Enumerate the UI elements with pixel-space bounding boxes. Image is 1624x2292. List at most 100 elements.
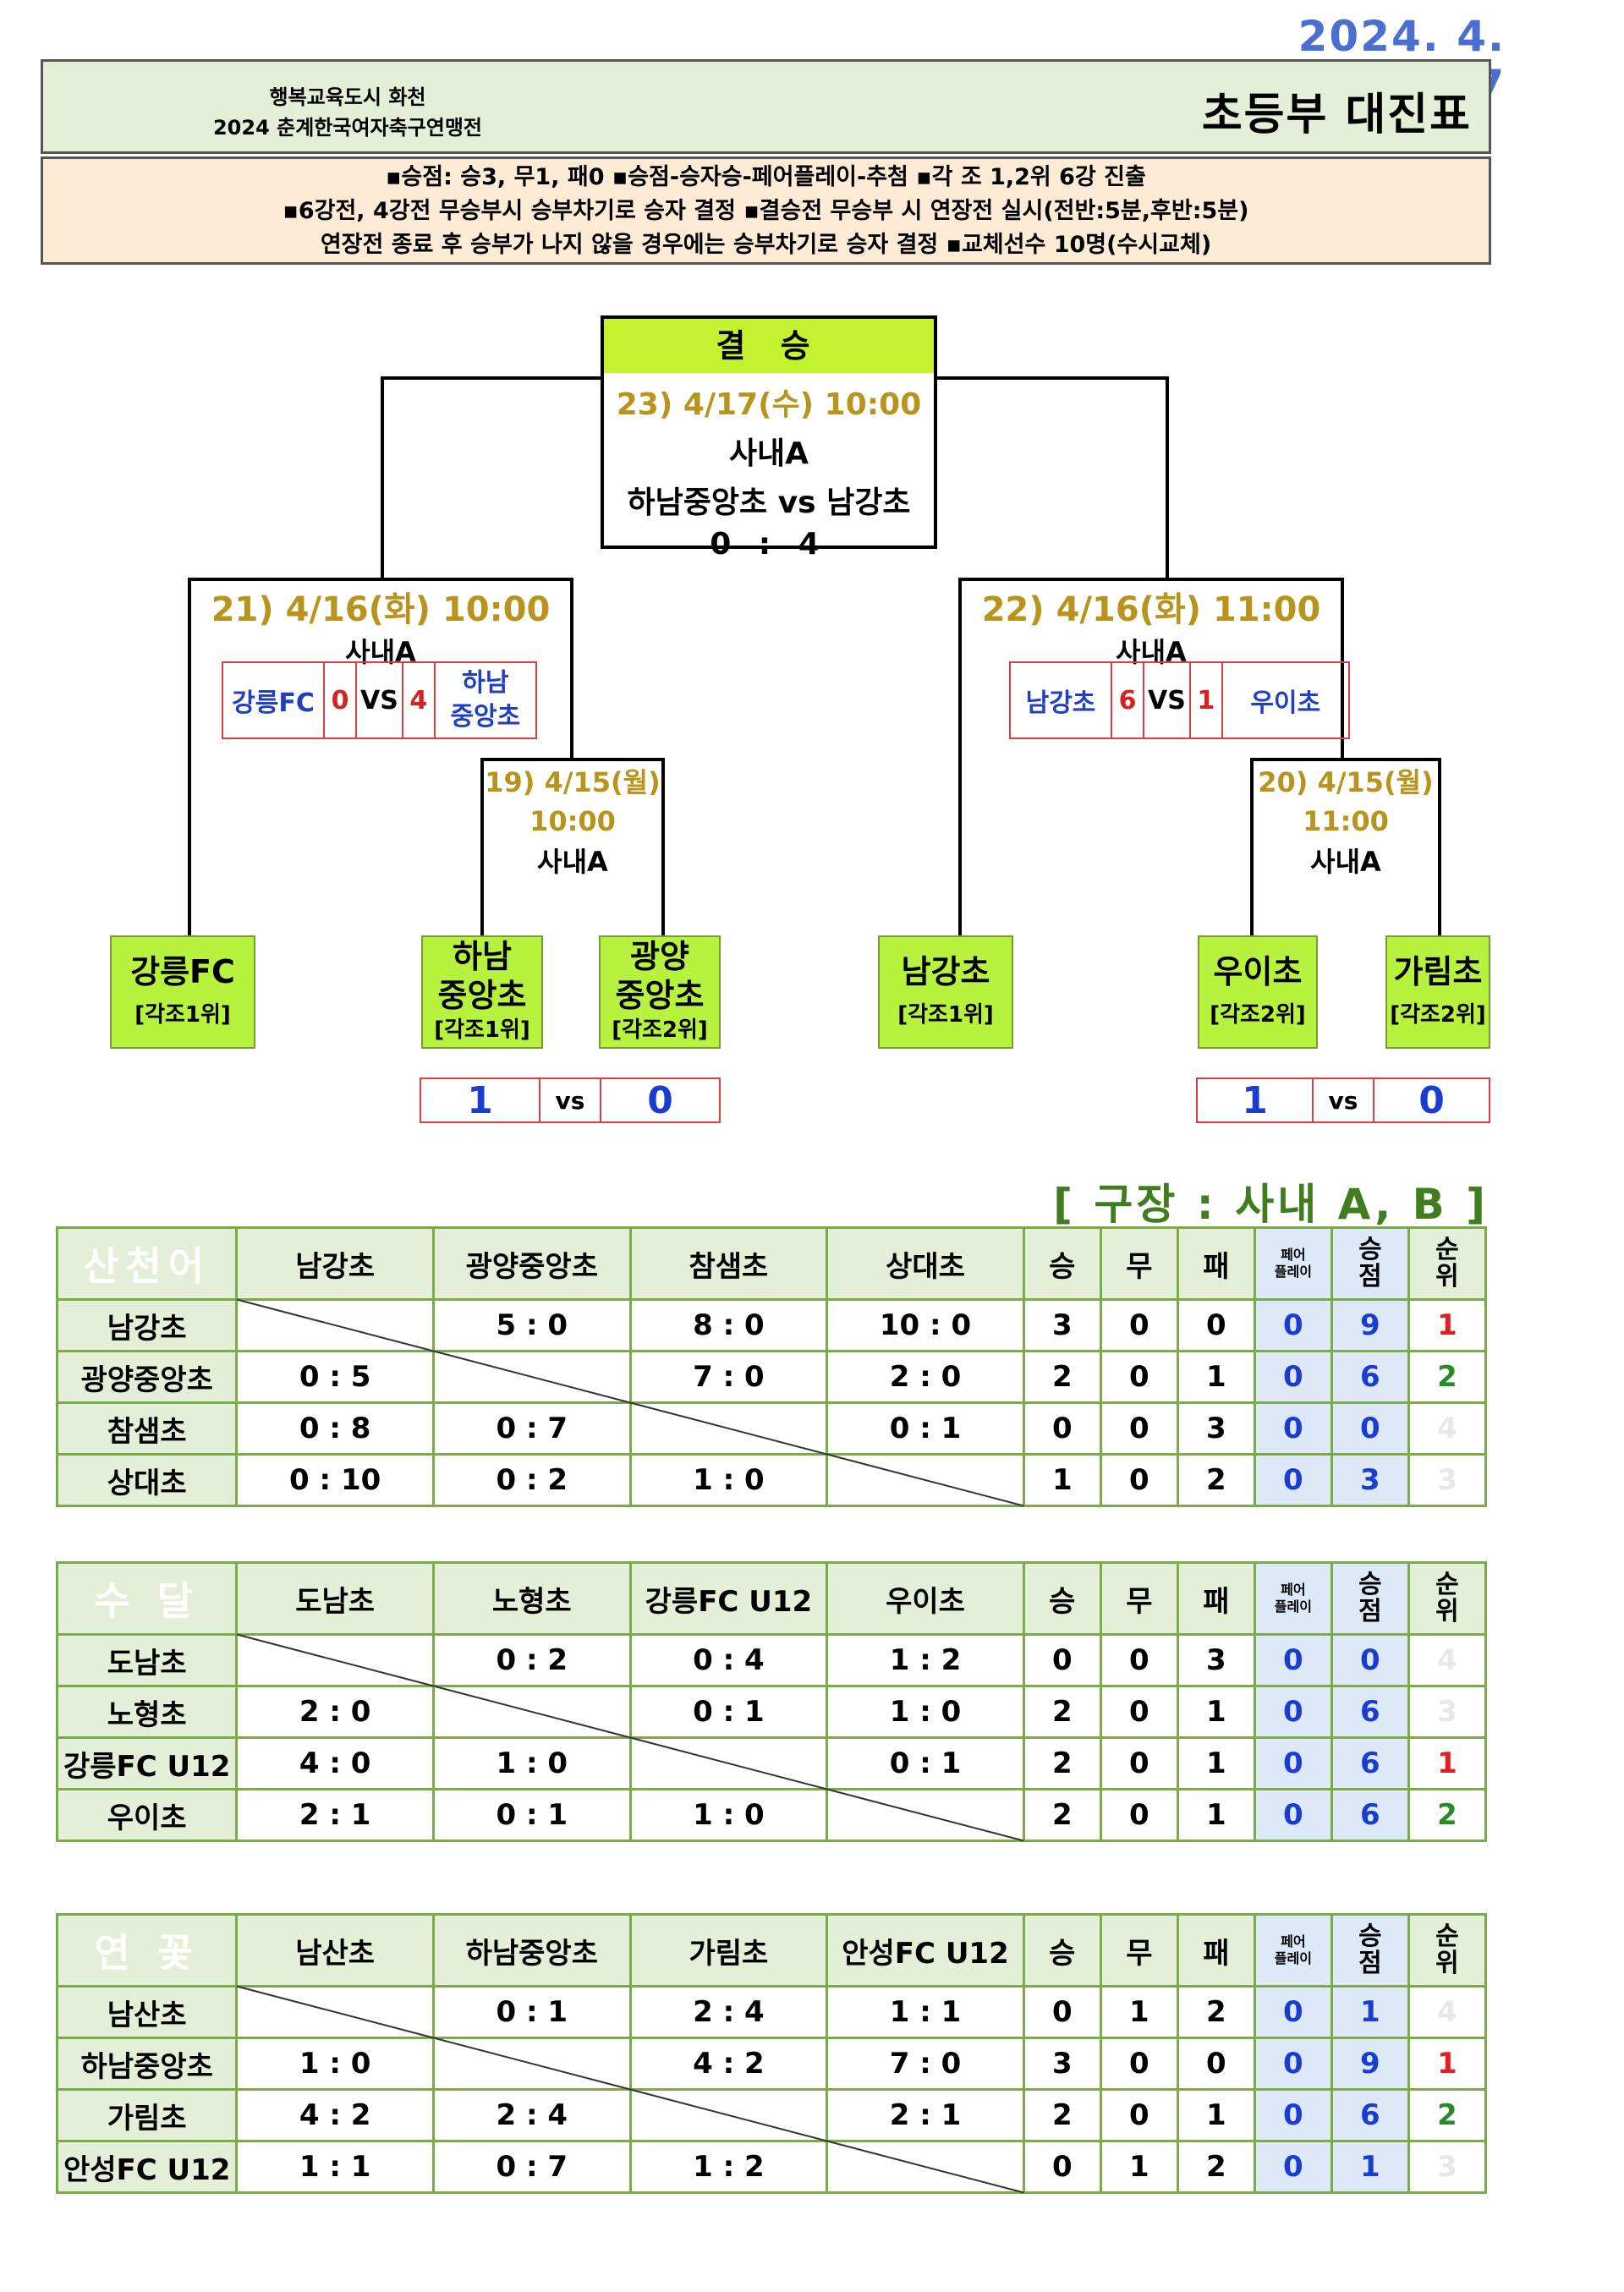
match-result: 0 : 4 bbox=[628, 1633, 829, 1687]
team-rank: [각조2위] bbox=[1390, 1002, 1486, 1028]
points: 1 bbox=[1330, 2140, 1410, 2194]
rank: 2 bbox=[1407, 2088, 1488, 2142]
fairplay: 0 bbox=[1253, 1633, 1333, 1687]
fairplay: 0 bbox=[1253, 1685, 1333, 1739]
semi-left-score-b: 4 bbox=[401, 661, 436, 739]
wins: 2 bbox=[1022, 1736, 1102, 1790]
points: 1 bbox=[1330, 1985, 1410, 2039]
match-result bbox=[628, 2088, 829, 2142]
qf-left-score-b: 0 bbox=[647, 1078, 673, 1122]
column-rank: 순 위 bbox=[1407, 1913, 1488, 1988]
qf-left-score-a: 1 bbox=[467, 1078, 493, 1122]
match-result: 1 : 2 bbox=[826, 1633, 1025, 1687]
final-venue: 사내A bbox=[728, 436, 809, 471]
wins: 1 bbox=[1022, 1453, 1102, 1507]
losses: 0 bbox=[1176, 1298, 1256, 1352]
fairplay: 0 bbox=[1253, 1985, 1333, 2039]
points: 6 bbox=[1330, 1350, 1410, 1404]
rank: 2 bbox=[1407, 1788, 1488, 1842]
match-result: 1 : 0 bbox=[628, 1788, 829, 1842]
wins: 0 bbox=[1022, 1633, 1102, 1687]
match-result: 1 : 1 bbox=[826, 1985, 1025, 2039]
rank: 4 bbox=[1407, 1985, 1488, 2039]
match-result: 1 : 0 bbox=[628, 1453, 829, 1507]
rule-line: ▪6강전, 4강전 무승부시 승부차기로 승자 결정 ▪결승전 무승부 시 연장… bbox=[283, 198, 1249, 224]
qf-right-info: 20) 4/15(월) 11:00 사내A bbox=[1254, 763, 1438, 880]
semi-right-score-a: 6 bbox=[1111, 661, 1144, 739]
team-name-line2: 중앙초 bbox=[437, 977, 527, 1014]
match-result: 0 : 1 bbox=[431, 1788, 632, 1842]
rank: 1 bbox=[1407, 1736, 1488, 1790]
wins: 0 bbox=[1022, 2140, 1102, 2194]
losses: 0 bbox=[1176, 2037, 1256, 2091]
fairplay: 0 bbox=[1253, 1350, 1333, 1404]
organizer-text: 행복교육도시 화천 bbox=[269, 85, 426, 109]
wins: 2 bbox=[1022, 1788, 1102, 1842]
final-matchup: 하남중앙초 vs 남강초 bbox=[627, 485, 911, 520]
group-name: 산천어 bbox=[55, 1226, 239, 1301]
team-box: 가림초 [각조2위] bbox=[1385, 935, 1490, 1049]
row-team-name: 우이초 bbox=[55, 1788, 239, 1842]
team-box: 강릉FC [각조1위] bbox=[110, 935, 255, 1049]
rule-line: 연장전 종료 후 승부가 나지 않을 경우에는 승부차기로 승자 결정 ▪교체선… bbox=[320, 232, 1212, 258]
column-loss: 패 bbox=[1176, 1561, 1256, 1636]
points: 6 bbox=[1330, 1685, 1410, 1739]
losses: 1 bbox=[1176, 2088, 1256, 2142]
wins: 2 bbox=[1022, 1350, 1102, 1404]
semi-right-vs: VS bbox=[1143, 661, 1191, 739]
match-result: 8 : 0 bbox=[628, 1298, 829, 1352]
final-label: 결 승 bbox=[601, 315, 937, 376]
wins: 0 bbox=[1022, 1985, 1102, 2039]
rank: 3 bbox=[1407, 1685, 1488, 1739]
header-banner: 행복교육도시 화천 2024 춘계한국여자축구연맹전 초등부 대진표 bbox=[41, 59, 1491, 154]
team-box: 우이초 [각조2위] bbox=[1198, 935, 1318, 1049]
losses: 1 bbox=[1176, 1736, 1256, 1790]
draws: 0 bbox=[1099, 2037, 1179, 2091]
draws: 1 bbox=[1099, 2140, 1179, 2194]
semi-right-score-b: 1 bbox=[1188, 661, 1223, 739]
row-team-name: 안성FC U12 bbox=[55, 2140, 239, 2194]
team-box: 남강초 [각조1위] bbox=[878, 935, 1013, 1049]
column-points: 승 점 bbox=[1330, 1913, 1410, 1988]
column-fairplay: 페어 플레이 bbox=[1253, 1561, 1333, 1636]
losses: 3 bbox=[1176, 1401, 1256, 1456]
draws: 0 bbox=[1099, 1453, 1179, 1507]
draws: 0 bbox=[1099, 1298, 1179, 1352]
draws: 1 bbox=[1099, 1985, 1179, 2039]
team-name: 우이초 bbox=[1213, 953, 1303, 990]
match-result: 4 : 2 bbox=[235, 2088, 435, 2142]
semi-right-info: 22) 4/16(화) 11:00 사내A bbox=[962, 582, 1341, 670]
semi-left-vs: VS bbox=[355, 661, 403, 739]
semi-right-team-b: 우이초 bbox=[1221, 661, 1350, 739]
row-team-name: 남산초 bbox=[55, 1985, 239, 2039]
venue-title: [ 구장 : 사내 A, B ] bbox=[1053, 1180, 1489, 1229]
points: 6 bbox=[1330, 1736, 1410, 1790]
final-match-box: 23) 4/17(수) 10:00 사내A 하남중앙초 vs 남강초 0 : 4 bbox=[601, 373, 937, 562]
match-result bbox=[235, 1985, 435, 2039]
row-team-name: 하남중앙초 bbox=[55, 2037, 239, 2091]
match-result bbox=[826, 2140, 1025, 2194]
team-box: 광양 중앙초 [각조2위] bbox=[599, 935, 721, 1049]
row-team-name: 광양중앙초 bbox=[55, 1350, 239, 1404]
match-result: 1 : 0 bbox=[235, 2037, 435, 2091]
qf-right-vs: vs bbox=[1312, 1079, 1374, 1121]
fairplay: 0 bbox=[1253, 2037, 1333, 2091]
draws: 0 bbox=[1099, 1788, 1179, 1842]
qf-left-vs: vs bbox=[539, 1079, 601, 1121]
match-result: 4 : 2 bbox=[628, 2037, 829, 2091]
row-team-name: 가림초 bbox=[55, 2088, 239, 2142]
semi-left-datetime: 21) 4/16(화) 10:00 bbox=[211, 590, 551, 629]
match-result: 2 : 1 bbox=[826, 2088, 1025, 2142]
draws: 0 bbox=[1099, 1633, 1179, 1687]
row-team-name: 참샘초 bbox=[55, 1401, 239, 1456]
losses: 2 bbox=[1176, 1453, 1256, 1507]
column-team-name: 우이초 bbox=[826, 1561, 1025, 1636]
column-win: 승 bbox=[1022, 1226, 1102, 1301]
column-team-name: 참샘초 bbox=[628, 1226, 829, 1301]
